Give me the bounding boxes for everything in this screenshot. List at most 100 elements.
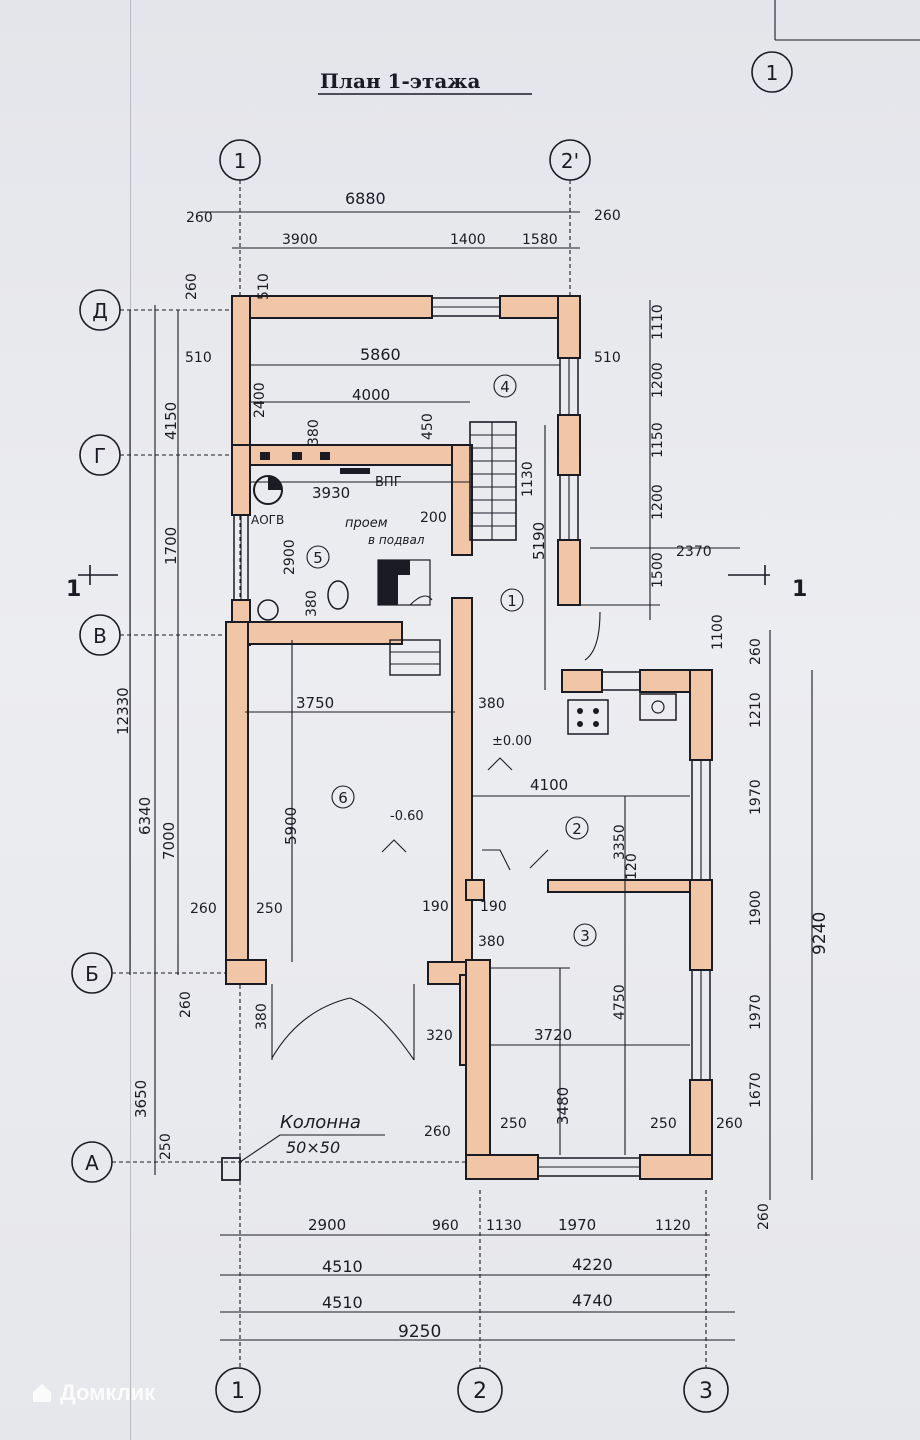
room-number-2: 2 bbox=[572, 820, 582, 838]
axis-label: Г bbox=[94, 444, 106, 468]
section-mark-right: 1 bbox=[792, 577, 807, 602]
dim-text: 190 bbox=[480, 899, 507, 915]
dim-text: 260 bbox=[748, 638, 764, 665]
dim-text: 380 bbox=[478, 696, 505, 712]
sink-icon bbox=[257, 599, 279, 621]
axis-label: 1 bbox=[231, 1379, 245, 1404]
windows bbox=[233, 297, 711, 1177]
doors bbox=[271, 595, 601, 1061]
dim-text: 4100 bbox=[530, 776, 568, 794]
house-icon bbox=[33, 1384, 51, 1402]
dim-text: 4150 bbox=[162, 402, 180, 440]
basement-hatch bbox=[377, 559, 431, 606]
meter-icon bbox=[292, 452, 302, 460]
dim-text: 9240 bbox=[810, 912, 830, 955]
axis-label: А bbox=[85, 1151, 99, 1175]
label-level-zero: ±0.00 bbox=[492, 734, 532, 749]
axis-label: 1 bbox=[766, 61, 779, 85]
dim-text: 260 bbox=[716, 1116, 743, 1132]
label-level-minus: -0.60 bbox=[390, 809, 424, 824]
dim-text: 4000 bbox=[352, 386, 390, 404]
dim-text: 9250 bbox=[398, 1322, 441, 1342]
stove-icon bbox=[567, 699, 609, 735]
dim-text: 1700 bbox=[162, 527, 180, 565]
dim-text: 6880 bbox=[345, 189, 386, 208]
dim-text: 380 bbox=[254, 1003, 270, 1030]
label-opening: проем bbox=[345, 516, 388, 531]
dim-text: 380 bbox=[304, 590, 320, 617]
column-leader bbox=[239, 1134, 385, 1163]
axis-label: 1 bbox=[234, 149, 247, 173]
dim-text: 5190 bbox=[530, 522, 548, 560]
dim-text: 1970 bbox=[748, 779, 764, 815]
toilet-icon bbox=[327, 580, 349, 610]
dim-text: 3930 bbox=[312, 484, 350, 502]
dim-text: 3650 bbox=[132, 1080, 150, 1118]
dim-text: 3350 bbox=[612, 824, 628, 860]
axis-label: 3 bbox=[699, 1379, 713, 1404]
dim-text: 1200 bbox=[650, 484, 666, 520]
walls bbox=[225, 295, 713, 1180]
dim-text: 2370 bbox=[676, 544, 712, 560]
dim-text: 1970 bbox=[558, 1216, 596, 1234]
dim-text: 4220 bbox=[572, 1255, 613, 1274]
dim-text: 250 bbox=[256, 901, 283, 917]
vpg-device-icon bbox=[340, 468, 370, 474]
dim-text: 260 bbox=[186, 210, 213, 226]
dim-text: 380 bbox=[478, 934, 505, 950]
basement-opening bbox=[378, 560, 410, 605]
dim-text: 3720 bbox=[534, 1026, 572, 1044]
axis-label: 2 bbox=[473, 1379, 487, 1404]
staircase bbox=[389, 421, 517, 676]
dim-text: 450 bbox=[420, 413, 436, 440]
dim-text: 960 bbox=[432, 1218, 459, 1234]
dim-text: 4510 bbox=[322, 1293, 363, 1312]
kitchen-sink-icon bbox=[639, 693, 677, 721]
label-column: Колонна bbox=[280, 1112, 361, 1133]
axis-bubble-top-right-1 bbox=[751, 51, 793, 93]
dim-text: 260 bbox=[424, 1124, 451, 1140]
dim-text: 1150 bbox=[650, 422, 666, 458]
dim-text: 1500 bbox=[650, 552, 666, 588]
dim-text: 1130 bbox=[486, 1218, 522, 1234]
dim-text: 1400 bbox=[450, 232, 486, 248]
label-aogv: АОГВ bbox=[251, 513, 284, 527]
dim-text: 260 bbox=[594, 208, 621, 224]
dim-text: 1670 bbox=[748, 1072, 764, 1108]
dim-text: 4750 bbox=[612, 984, 628, 1020]
dimension-texts: 6880 260 260 3900 1400 1580 260 510 510 … bbox=[114, 189, 830, 1342]
dim-text: 510 bbox=[256, 273, 272, 300]
axis-label: Б bbox=[85, 962, 99, 986]
dim-text: 320 bbox=[426, 1028, 453, 1044]
dim-text: 260 bbox=[184, 273, 200, 300]
domclick-watermark: Домклик bbox=[30, 1380, 155, 1406]
meter-icon bbox=[320, 452, 330, 460]
dim-text: 3900 bbox=[282, 232, 318, 248]
room-number-4: 4 bbox=[500, 378, 510, 396]
dim-text: 510 bbox=[185, 350, 212, 366]
column-symbol bbox=[221, 1157, 241, 1181]
dim-text: 1900 bbox=[748, 890, 764, 926]
dim-text: 2400 bbox=[252, 382, 268, 418]
dim-text: 5900 bbox=[282, 807, 300, 845]
level-mark-icon bbox=[381, 839, 407, 853]
dim-text: 260 bbox=[178, 991, 194, 1018]
dim-text: 6340 bbox=[136, 797, 154, 835]
dim-text: 1130 bbox=[520, 461, 536, 497]
dim-text: 120 bbox=[624, 853, 640, 880]
dim-text: 1200 bbox=[650, 362, 666, 398]
dim-text: 200 bbox=[420, 510, 447, 526]
section-mark-left: 1 bbox=[66, 577, 81, 602]
axis-bubble-bottom-1 bbox=[215, 1367, 261, 1413]
boiler-fill bbox=[268, 476, 282, 490]
label-vpg: ВПГ bbox=[375, 475, 402, 490]
dim-text: 2900 bbox=[308, 1216, 346, 1234]
dim-text: 1120 bbox=[655, 1218, 691, 1234]
meter-icon bbox=[260, 452, 270, 460]
dim-text: 1580 bbox=[522, 232, 558, 248]
dim-text: 4740 bbox=[572, 1291, 613, 1310]
watermark-text: Домклик bbox=[60, 1380, 156, 1405]
dim-text: 260 bbox=[756, 1203, 772, 1230]
level-mark-icon bbox=[487, 757, 513, 771]
